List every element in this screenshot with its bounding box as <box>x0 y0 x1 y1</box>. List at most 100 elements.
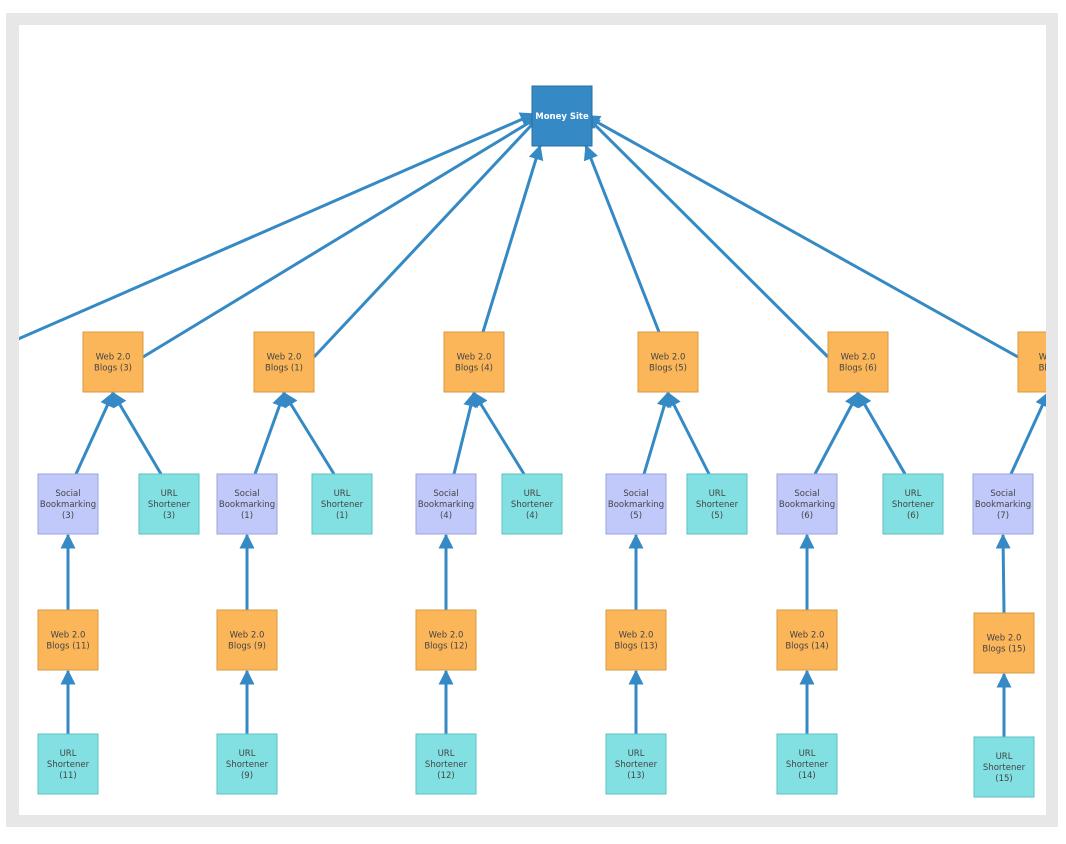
edge-shortener-to-web <box>472 391 526 475</box>
url-shortener-node-label-line: URL <box>524 489 541 499</box>
web20-blogs-tier2-node-box <box>37 609 99 671</box>
url-shortener-tier3-node-label-line: Shortener <box>226 760 269 770</box>
web20-blogs-tier2-node-box <box>605 609 667 671</box>
url-shortener-node-label-line: (6) <box>907 511 919 521</box>
web20-blogs-tier2-node-label-line: Web 2.0 <box>51 631 86 641</box>
url-shortener-tier3-node-label-line: (13) <box>627 771 644 781</box>
url-shortener-node-label-line: URL <box>161 489 178 499</box>
web20-blogs-tier2-node-box <box>415 609 477 671</box>
social-bookmarking-node-label-line: Social <box>623 489 648 499</box>
web20-blogs-tier2-node-label-line: Blogs (9) <box>228 642 266 652</box>
social-bookmarking-node-label-line: Bookmarking <box>975 500 1031 510</box>
url-shortener-tier3-node-label-line: Shortener <box>786 760 829 770</box>
url-shortener-node-box <box>311 473 373 535</box>
social-bookmarking-node-label-line: (5) <box>630 511 642 521</box>
social-bookmarking-node-box <box>776 473 838 535</box>
web20-blogs-tier2-node-box <box>973 612 1035 674</box>
url-shortener-node-label-line: Shortener <box>321 500 364 510</box>
url-shortener-tier3-node-label-line: Shortener <box>615 760 658 770</box>
web20-blogs-node-label-line: Web <box>1039 353 1046 363</box>
edge-web-to-money-site <box>481 144 544 333</box>
web20-blogs-tier2-node-label-line: Blogs (15) <box>982 645 1025 655</box>
web20-blogs-node-label-line: Web 2.0 <box>841 353 876 363</box>
url-shortener-tier3-node-label-line: Shortener <box>983 763 1026 773</box>
url-shortener-tier3-node-box <box>37 733 99 795</box>
web20-blogs-node-label-line: Blogs (3) <box>94 364 132 374</box>
social-bookmarking-node-label-line: (3) <box>62 511 74 521</box>
web20-blogs-node-label-line: Web 2.0 <box>457 353 492 363</box>
web20-blogs-node-box <box>1017 331 1046 393</box>
url-shortener-tier3-node-label-line: URL <box>628 749 645 759</box>
social-bookmarking-node-label-line: (6) <box>801 511 813 521</box>
social-bookmarking-node-label-line: (7) <box>997 511 1009 521</box>
web20-blogs-node-label-line: Web 2.0 <box>267 353 302 363</box>
url-shortener-node-label-line: URL <box>905 489 922 499</box>
web20-blogs-node-label-line: Blogs (5) <box>649 364 687 374</box>
url-shortener-node-box <box>882 473 944 535</box>
url-shortener-node-label-line: Shortener <box>511 500 554 510</box>
web20-blogs-node-label-line: Blog <box>1039 364 1046 374</box>
web20-blogs-tier2-node-label-line: Web 2.0 <box>230 631 265 641</box>
url-shortener-tier3-node-box <box>973 736 1035 798</box>
edge-social-to-web <box>642 391 672 475</box>
money-site-node: Money Site <box>531 85 593 147</box>
url-shortener-node-label-line: Shortener <box>148 500 191 510</box>
url-shortener-tier3-node-label-line: URL <box>438 749 455 759</box>
money-site-node-label-line: Money Site <box>535 112 589 122</box>
web20-blogs-tier2-node-label-line: Web 2.0 <box>790 631 825 641</box>
web20-blogs-node-box <box>827 331 889 393</box>
web20-blogs-node: WebBlog <box>1017 331 1046 393</box>
url-shortener-tier3-node-box <box>776 733 838 795</box>
edge-social-to-web <box>452 391 479 475</box>
social-bookmarking-node-label-line: Bookmarking <box>418 500 474 510</box>
social-bookmarking-node-label-line: Social <box>433 489 458 499</box>
url-shortener-tier3-node-label-line: Shortener <box>47 760 90 770</box>
edge-shortener-to-web <box>666 391 711 475</box>
edge-web-to-money-site <box>142 114 542 359</box>
social-bookmarking-node-box <box>605 473 667 535</box>
url-shortener-node-label-line: Shortener <box>696 500 739 510</box>
web20-blogs-tier2-node-label-line: Blogs (14) <box>785 642 828 652</box>
web20-blogs-tier2-node-label-line: Blogs (12) <box>424 642 467 652</box>
url-shortener-node-box <box>501 473 563 535</box>
url-shortener-tier3-node-label-line: Shortener <box>425 760 468 770</box>
edge-social-to-web <box>74 391 115 475</box>
url-shortener-tier3-node-label-line: URL <box>799 749 816 759</box>
url-shortener-tier3-node-label-line: URL <box>239 749 256 759</box>
social-bookmarking-node-box <box>216 473 278 535</box>
edge-web2-to-social <box>995 533 1011 614</box>
url-shortener-tier3-node-box <box>605 733 667 795</box>
url-shortener-tier3-node-label-line: (9) <box>241 771 253 781</box>
web20-blogs-node-box <box>637 331 699 393</box>
social-bookmarking-node-label-line: Bookmarking <box>779 500 835 510</box>
edges-layer <box>19 112 1046 737</box>
edge-social-to-web <box>253 391 287 475</box>
social-bookmarking-node-label-line: Bookmarking <box>40 500 96 510</box>
url-shortener-node-label-line: (5) <box>711 511 723 521</box>
web20-blogs-tier2-node-label-line: Web 2.0 <box>619 631 654 641</box>
edge-social-to-web <box>813 391 860 475</box>
web20-blogs-node-label-line: Blogs (6) <box>839 364 877 374</box>
web20-blogs-node-label-line: Blogs (4) <box>455 364 493 374</box>
